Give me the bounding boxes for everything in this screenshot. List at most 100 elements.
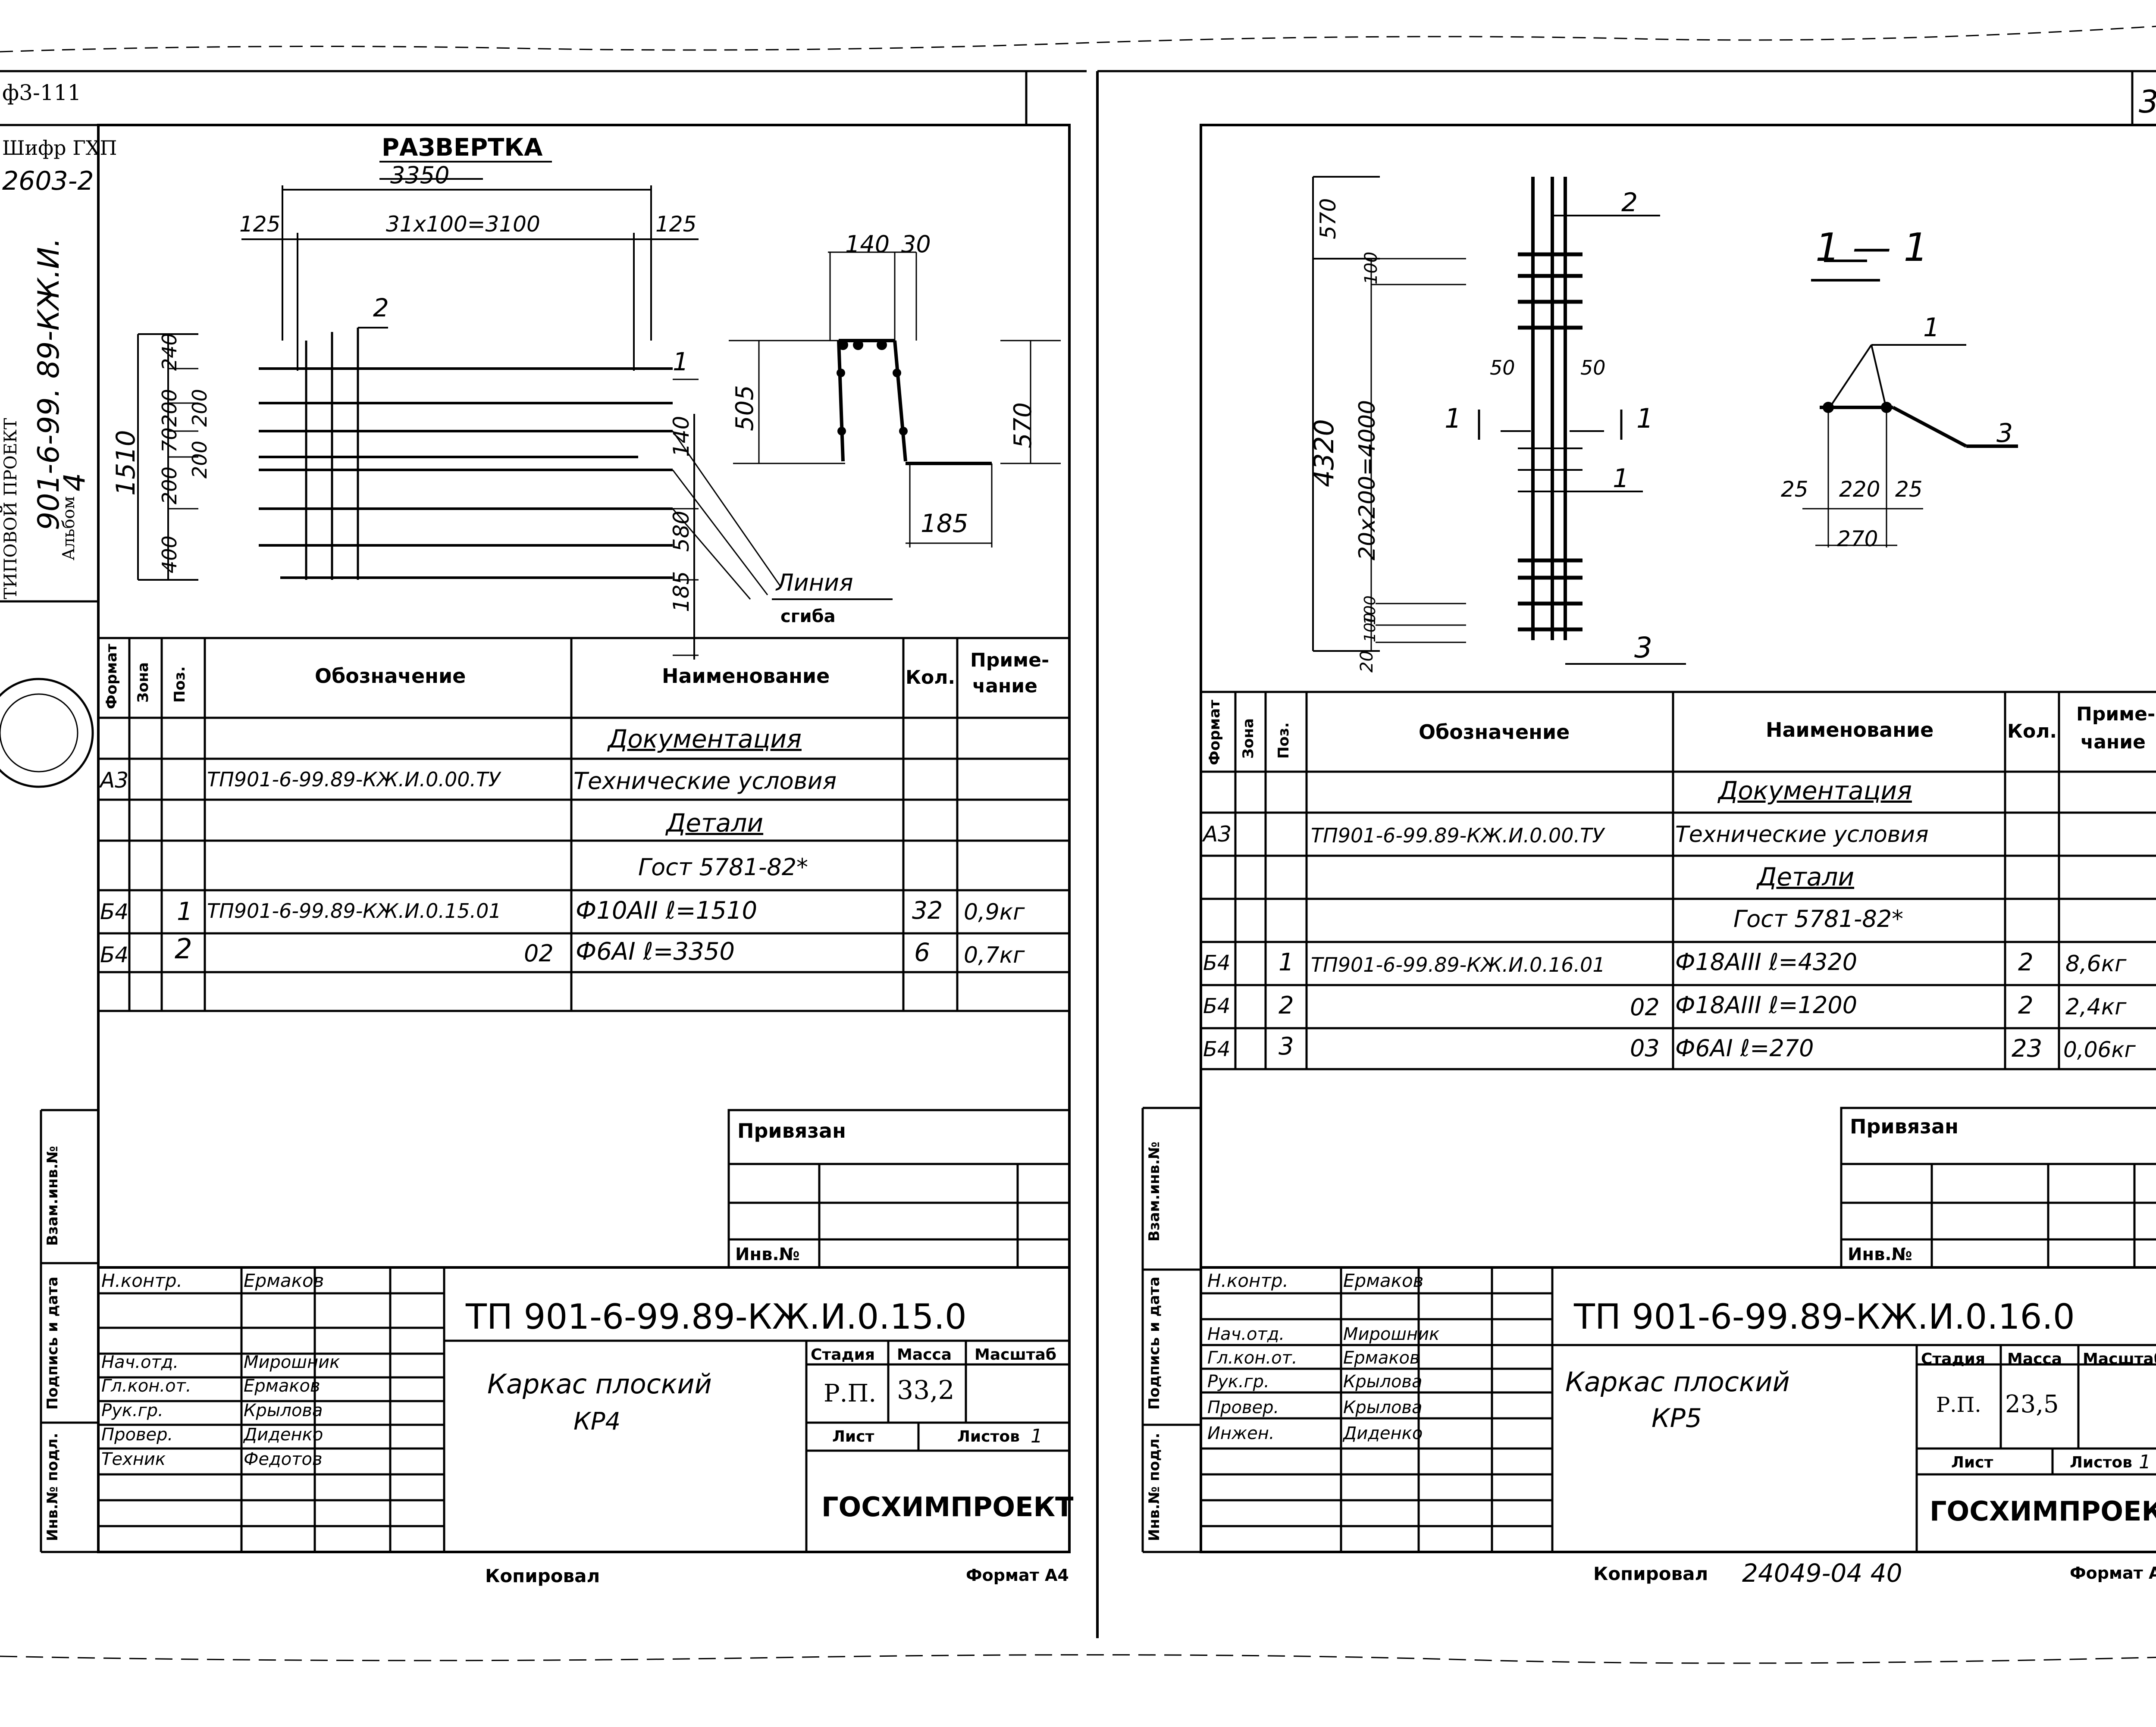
spec-col-note-2: чание <box>972 675 1037 697</box>
rdim-220: 220 <box>1839 477 1880 502</box>
kopiroval-right: Копировал <box>1593 1563 1708 1584</box>
dim-v4: 70 <box>158 427 181 453</box>
shifr-code: 2603-2 <box>2 166 94 196</box>
table-row-designation: 03 <box>1630 1035 1660 1062</box>
section-callout-3: 3 <box>1996 418 2013 448</box>
table-row-name: Детали <box>666 808 764 838</box>
mass-value: 33,2 <box>897 1375 955 1405</box>
callout-1: 1 <box>673 347 689 376</box>
dim-v2: 200 <box>158 466 181 504</box>
rdim-25b: 25 <box>1895 477 1923 502</box>
dim-end-right: 125 <box>655 212 697 237</box>
spec-col-pos: Поз. <box>171 666 188 703</box>
table-row-note: 0,9кг <box>964 899 1025 925</box>
signature-name: Крылова <box>244 1401 323 1420</box>
stage-label: Стадия <box>811 1346 875 1364</box>
table-row-name: Ф6АI ℓ=270 <box>1675 1035 1814 1062</box>
project-label: ТИПОВОЙ ПРОЕКТ <box>1 418 21 599</box>
dim-v5: 200 <box>158 389 181 427</box>
rdim-50-left: 50 <box>1490 356 1515 379</box>
rcallout-3: 3 <box>1634 631 1652 664</box>
dim-w1: 140 <box>845 231 890 258</box>
kopiroval-left: Копировал <box>485 1565 600 1586</box>
razvertka-title: РАЗВЕРТКА <box>382 134 543 162</box>
stamp-seal <box>0 678 94 788</box>
table-row-note: 2,4кг <box>2065 994 2127 1020</box>
rorg-name: ГОСХИМПРОЕКТ <box>1930 1495 2156 1527</box>
table-row-pos: 1 <box>177 897 193 926</box>
signature-name: Ермаков <box>244 1270 324 1291</box>
signature-name: Ермаков <box>1343 1270 1424 1291</box>
signature-role: Рук.гр. <box>1207 1372 1269 1392</box>
signature-role: Провер. <box>101 1425 173 1445</box>
rspec-col-name: Наименование <box>1766 718 1934 741</box>
rstage-label: Стадия <box>1921 1350 1985 1368</box>
table-row-designation: ТП901-6-99.89-КЖ.И.0.00.ТУ <box>1311 824 1604 847</box>
shifr-label: Шифр ГХП <box>2 136 117 160</box>
rscale-label: Масштаб <box>2083 1350 2156 1368</box>
signature-role: Провер. <box>1207 1398 1279 1417</box>
table-row-format: А3 <box>100 768 129 793</box>
album-label: Альбом <box>59 496 78 560</box>
signature-role: Рук.гр. <box>101 1401 163 1420</box>
signature-name: Мирошник <box>1343 1324 1440 1344</box>
rcallout-2: 2 <box>1621 188 1638 218</box>
table-row-format: Б4 <box>1203 994 1231 1018</box>
signature-name: Ермаков <box>244 1376 320 1396</box>
dim-height: 1510 <box>111 430 141 496</box>
dim-h1: 505 <box>731 385 759 431</box>
signature-role: Нач.отд. <box>1207 1324 1285 1344</box>
table-row-note: 0,06кг <box>2063 1037 2136 1062</box>
table-row-qty: 2 <box>2018 948 2034 976</box>
signature-role: Гл.кон.от. <box>1207 1348 1297 1368</box>
rsheets-value: 1 <box>2139 1451 2151 1473</box>
rspec-col-format: Формат <box>1206 700 1223 765</box>
header-code: ф3-111 <box>2 80 81 105</box>
table-row-format: Б4 <box>100 942 129 967</box>
table-row-qty: 32 <box>912 897 943 925</box>
table-row-name: Гост 5781-82* <box>1733 905 1904 932</box>
table-row-name: Детали <box>1757 862 1855 892</box>
dim-w2: 30 <box>901 231 931 258</box>
rside-vzam: Взам.инв.№ <box>1146 1142 1163 1242</box>
signature-role: Гл.кон.от. <box>101 1376 191 1396</box>
format-left: Формат А4 <box>966 1566 1069 1585</box>
page-number: 39 <box>2139 86 2156 117</box>
table-row-designation: 02 <box>524 940 554 967</box>
dim-v3: 200 <box>188 441 211 479</box>
table-row-name: Ф18АIII ℓ=1200 <box>1675 992 1858 1019</box>
spec-col-note-1: Приме- <box>970 649 1050 671</box>
bend-line-label-1: Линия <box>776 569 853 596</box>
rspec-col-note-1: Приме- <box>2076 703 2156 725</box>
table-row-name: Ф6АI ℓ=3350 <box>576 938 735 966</box>
privyazan-label: Привязан <box>737 1119 846 1142</box>
signature-role: Н.контр. <box>1207 1270 1288 1291</box>
table-row-designation: ТП901-6-99.89-КЖ.И.0.15.01 <box>207 899 501 923</box>
rspec-col-zone: Зона <box>1240 718 1257 759</box>
dim-spacing: 31х100=3100 <box>386 212 540 237</box>
table-row-format: А3 <box>1203 822 1232 847</box>
signature-name: Федотов <box>244 1449 323 1469</box>
table-row-designation: 02 <box>1630 994 1660 1021</box>
rspec-col-note-2: чание <box>2081 731 2146 753</box>
spec-col-name: Наименование <box>662 664 830 688</box>
rdoc-name-2: КР5 <box>1651 1403 1702 1433</box>
signature-name: Крылова <box>1343 1398 1423 1417</box>
rdim-spacing: 20х200=4000 <box>1354 400 1380 560</box>
rsheets-label: Листов <box>2070 1454 2132 1471</box>
format-right: Формат А4 <box>2070 1564 2156 1583</box>
dim-b1: 185 <box>921 509 968 538</box>
org-name: ГОСХИМПРОЕКТ <box>821 1491 1074 1523</box>
table-row-name: Ф10АII ℓ=1510 <box>576 897 758 925</box>
rmass-value: 23,5 <box>2005 1390 2059 1418</box>
dim-v6: 200 <box>188 389 211 427</box>
side-podpis: Подпись и дата <box>44 1276 61 1410</box>
bend-line-label-2: сгиба <box>780 607 836 626</box>
table-row-note: 0,7кг <box>964 942 1025 968</box>
spec-col-designation: Обозначение <box>315 664 466 688</box>
table-row-format: Б4 <box>1203 1037 1231 1061</box>
spec-col-format: Формат <box>103 644 120 709</box>
rdim-25a: 25 <box>1781 477 1808 502</box>
table-row-name: Технические условия <box>573 767 837 795</box>
callout-2: 2 <box>373 293 389 322</box>
